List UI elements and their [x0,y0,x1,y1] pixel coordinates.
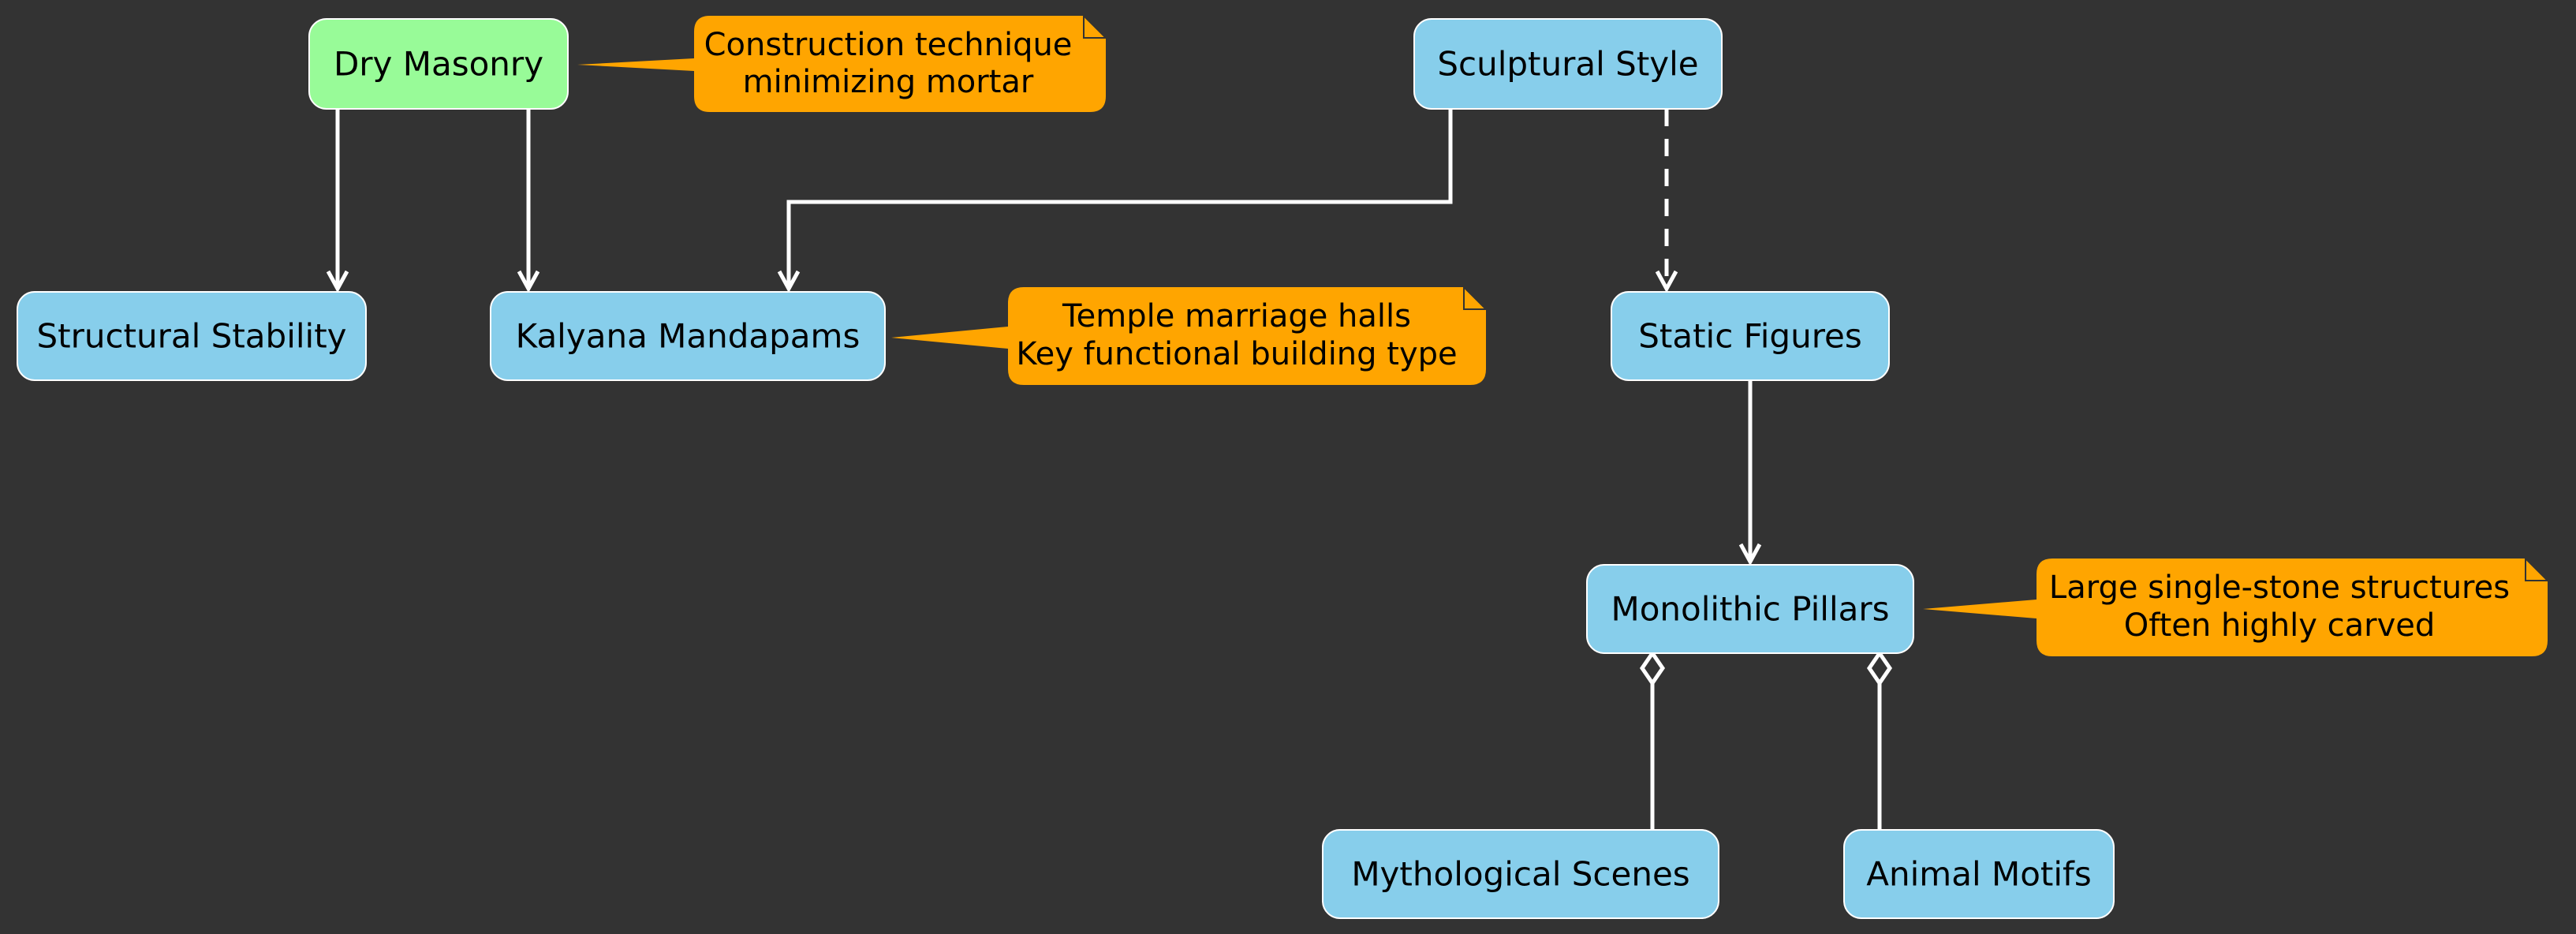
node-label: Sculptural Style [1437,45,1698,84]
note-fold [2525,556,2550,581]
diamond-mythological-scenes [1639,649,1666,687]
note-line-2: Often highly carved [2124,607,2436,644]
node-static-figures[interactable]: Static Figures [1611,291,1890,381]
node-monolithic-pillars[interactable]: Monolithic Pillars [1586,564,1914,654]
node-structural-stability[interactable]: Structural Stability [17,291,367,381]
edges [326,109,1893,830]
note-line-2: minimizing mortar [743,64,1034,100]
node-label: Mythological Scenes [1351,855,1689,894]
node-sculptural-style[interactable]: Sculptural Style [1413,18,1723,110]
arrowhead-static-figures [1655,270,1678,293]
node-animal-motifs[interactable]: Animal Motifs [1843,829,2115,919]
node-label: Kalyana Mandapams [516,317,861,356]
node-kalyana-mandapams[interactable]: Kalyana Mandapams [490,291,886,381]
node-label: Dry Masonry [334,45,543,84]
note-fold [1463,285,1488,310]
note-shape [1923,559,2548,656]
node-label: Structural Stability [36,317,346,356]
node-label: Monolithic Pillars [1611,590,1889,629]
node-label: Static Figures [1638,317,1862,356]
note-line-2: Key functional building type [1016,336,1457,372]
node-dry-masonry[interactable]: Dry Masonry [308,18,569,110]
node-label: Animal Motifs [1866,855,2091,894]
note-kalyana-mandapams: Temple marriage halls Key functional bui… [891,285,1488,385]
edge-sculptural-style-to-kalyana-mandapams [786,109,1453,289]
note-monolithic-pillars: Large single-stone structures Often high… [1923,556,2550,656]
arrowhead-structural-stability [326,270,349,293]
diamond-animal-motifs [1866,649,1893,687]
arrowhead-kalyana-from-dry-masonry [517,270,540,293]
note-line-1: Construction technique [704,27,1073,63]
note-shape [891,287,1486,385]
note-line-1: Temple marriage halls [1062,298,1411,334]
note-line-1: Large single-stone structures [2049,570,2510,606]
note-shape [577,16,1106,112]
note-fold [1083,13,1108,39]
arrowhead-monolithic-pillars [1738,543,1762,566]
arrowhead-kalyana-from-sculptural-style [777,270,801,293]
node-mythological-scenes[interactable]: Mythological Scenes [1322,829,1719,919]
note-dry-masonry: Construction technique minimizing mortar [577,13,1108,112]
